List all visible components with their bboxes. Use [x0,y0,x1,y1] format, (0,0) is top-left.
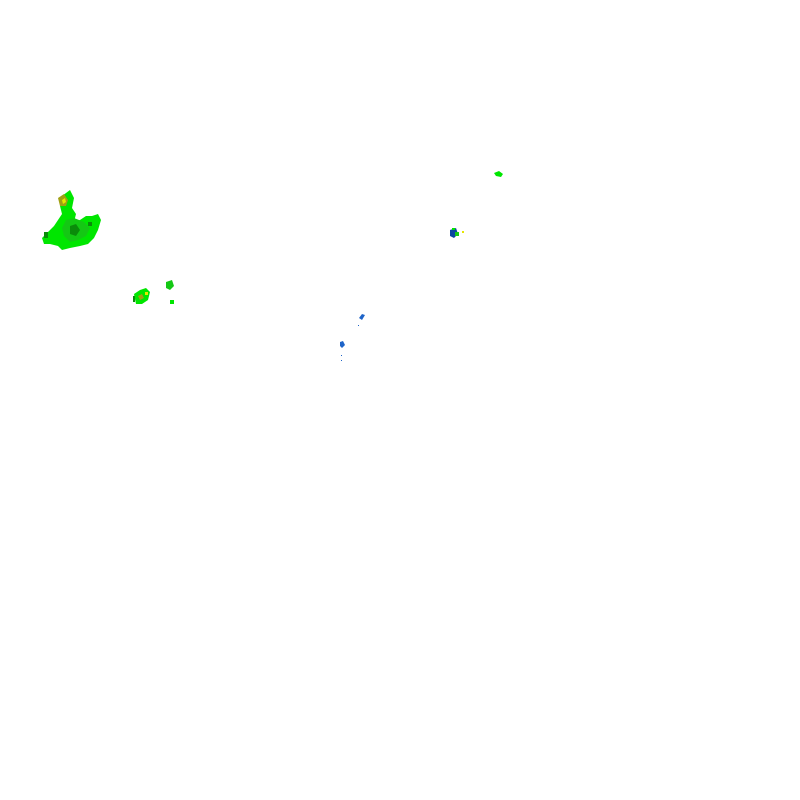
echo-polygon [359,314,365,320]
echo-polygon [138,294,144,300]
echo-polygon [494,171,503,177]
west-small-cell [133,288,150,304]
echo-pixel [341,355,342,356]
echo-pixel [455,232,459,236]
central-blue-echo-north [358,314,365,326]
northwest-storm-cluster [42,190,101,250]
northeast-small-cell [494,171,503,177]
echo-pixel [341,360,342,361]
echo-pixel [88,222,92,226]
echo-pixel [462,231,464,233]
echo-polygon [166,280,174,290]
echo-pixel [170,300,174,304]
echo-pixel [358,325,359,326]
echo-pixel [452,228,455,230]
east-mixed-cell [450,228,464,238]
echo-pixel [44,232,48,238]
echo-pixel [145,292,148,295]
echo-pixel [133,296,135,302]
central-blue-echo-south [340,341,345,361]
echo-polygon [70,224,80,236]
echo-polygon [340,341,345,348]
echo-polygon [62,198,66,204]
west-small-cell-east [166,280,174,304]
